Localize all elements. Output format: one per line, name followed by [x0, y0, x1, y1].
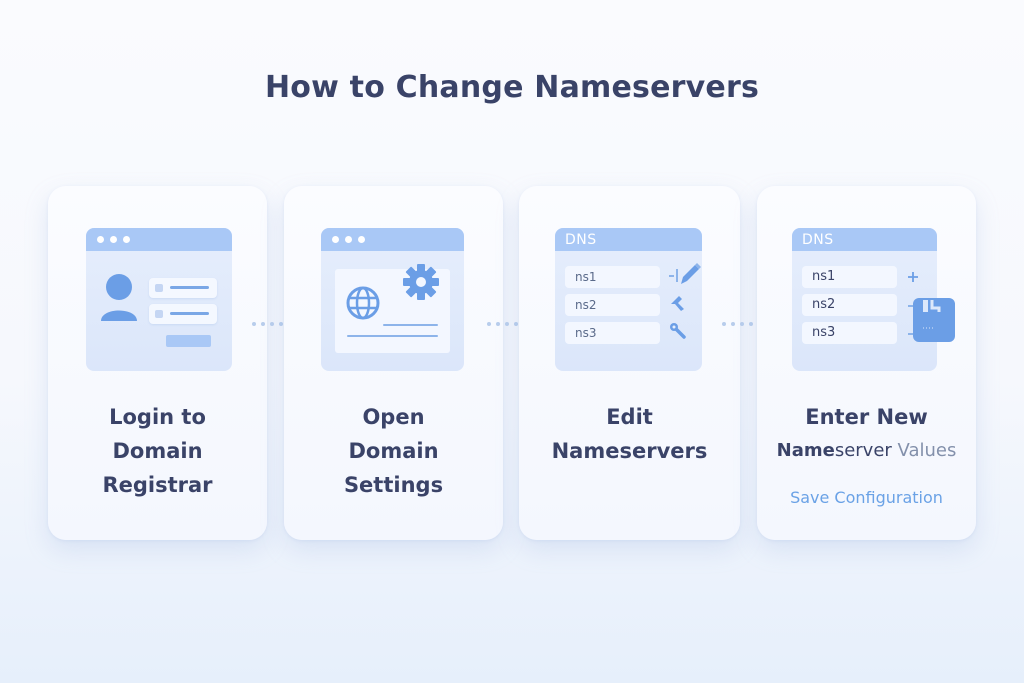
username-field: [149, 278, 217, 298]
login-button-illustration: [166, 335, 211, 347]
save-configuration-link[interactable]: Save Configuration: [790, 488, 943, 507]
window-titlebar: [86, 228, 232, 251]
step-card-login: Login to Domain Registrar: [48, 186, 267, 540]
dns-panel-title: DNS: [792, 228, 937, 251]
step-card-edit-nameservers: DNS ns1 ns2 ns3 Edit Nameservers: [519, 186, 740, 540]
settings-panel: [335, 264, 450, 353]
password-field: [149, 304, 217, 324]
step-label: Open Domain Settings: [343, 405, 444, 497]
step-card-open-settings: Open Domain Settings: [284, 186, 503, 540]
floppy-disk-save-icon: [913, 298, 955, 342]
gear-icon: [403, 264, 439, 300]
ns2-field: ns2: [565, 294, 660, 316]
ns3-field: ns3: [802, 322, 897, 344]
globe-icon: [346, 286, 380, 320]
ns3-field: ns3: [565, 322, 660, 344]
window-titlebar: [321, 228, 464, 251]
dns-panel-illustration: DNS ns1 ns2 ns3: [555, 228, 702, 371]
ns1-field: ns1: [802, 266, 897, 288]
step-label: Edit Nameservers: [551, 405, 708, 463]
login-window-illustration: [86, 228, 232, 371]
step-label: Login to Domain Registrar: [102, 405, 213, 497]
plus-icon: [908, 272, 918, 282]
dns-panel-illustration: DNS ns1 ns2 ns3: [792, 228, 937, 371]
step-card-enter-values: DNS ns1 ns2 ns3 Enter New Nameserver Val…: [757, 186, 976, 540]
user-avatar-icon: [101, 274, 137, 321]
ns1-field: ns1: [565, 266, 660, 288]
ns2-field: ns2: [802, 294, 897, 316]
step-label: Enter New Nameserver Values: [776, 405, 957, 461]
pencil-icon: [669, 263, 701, 284]
settings-window-illustration: [321, 228, 464, 371]
wrench-icon: [670, 323, 686, 339]
hammer-icon: [671, 296, 684, 311]
dns-panel-title: DNS: [555, 228, 702, 251]
page-title: How to Change Nameservers: [264, 70, 760, 105]
